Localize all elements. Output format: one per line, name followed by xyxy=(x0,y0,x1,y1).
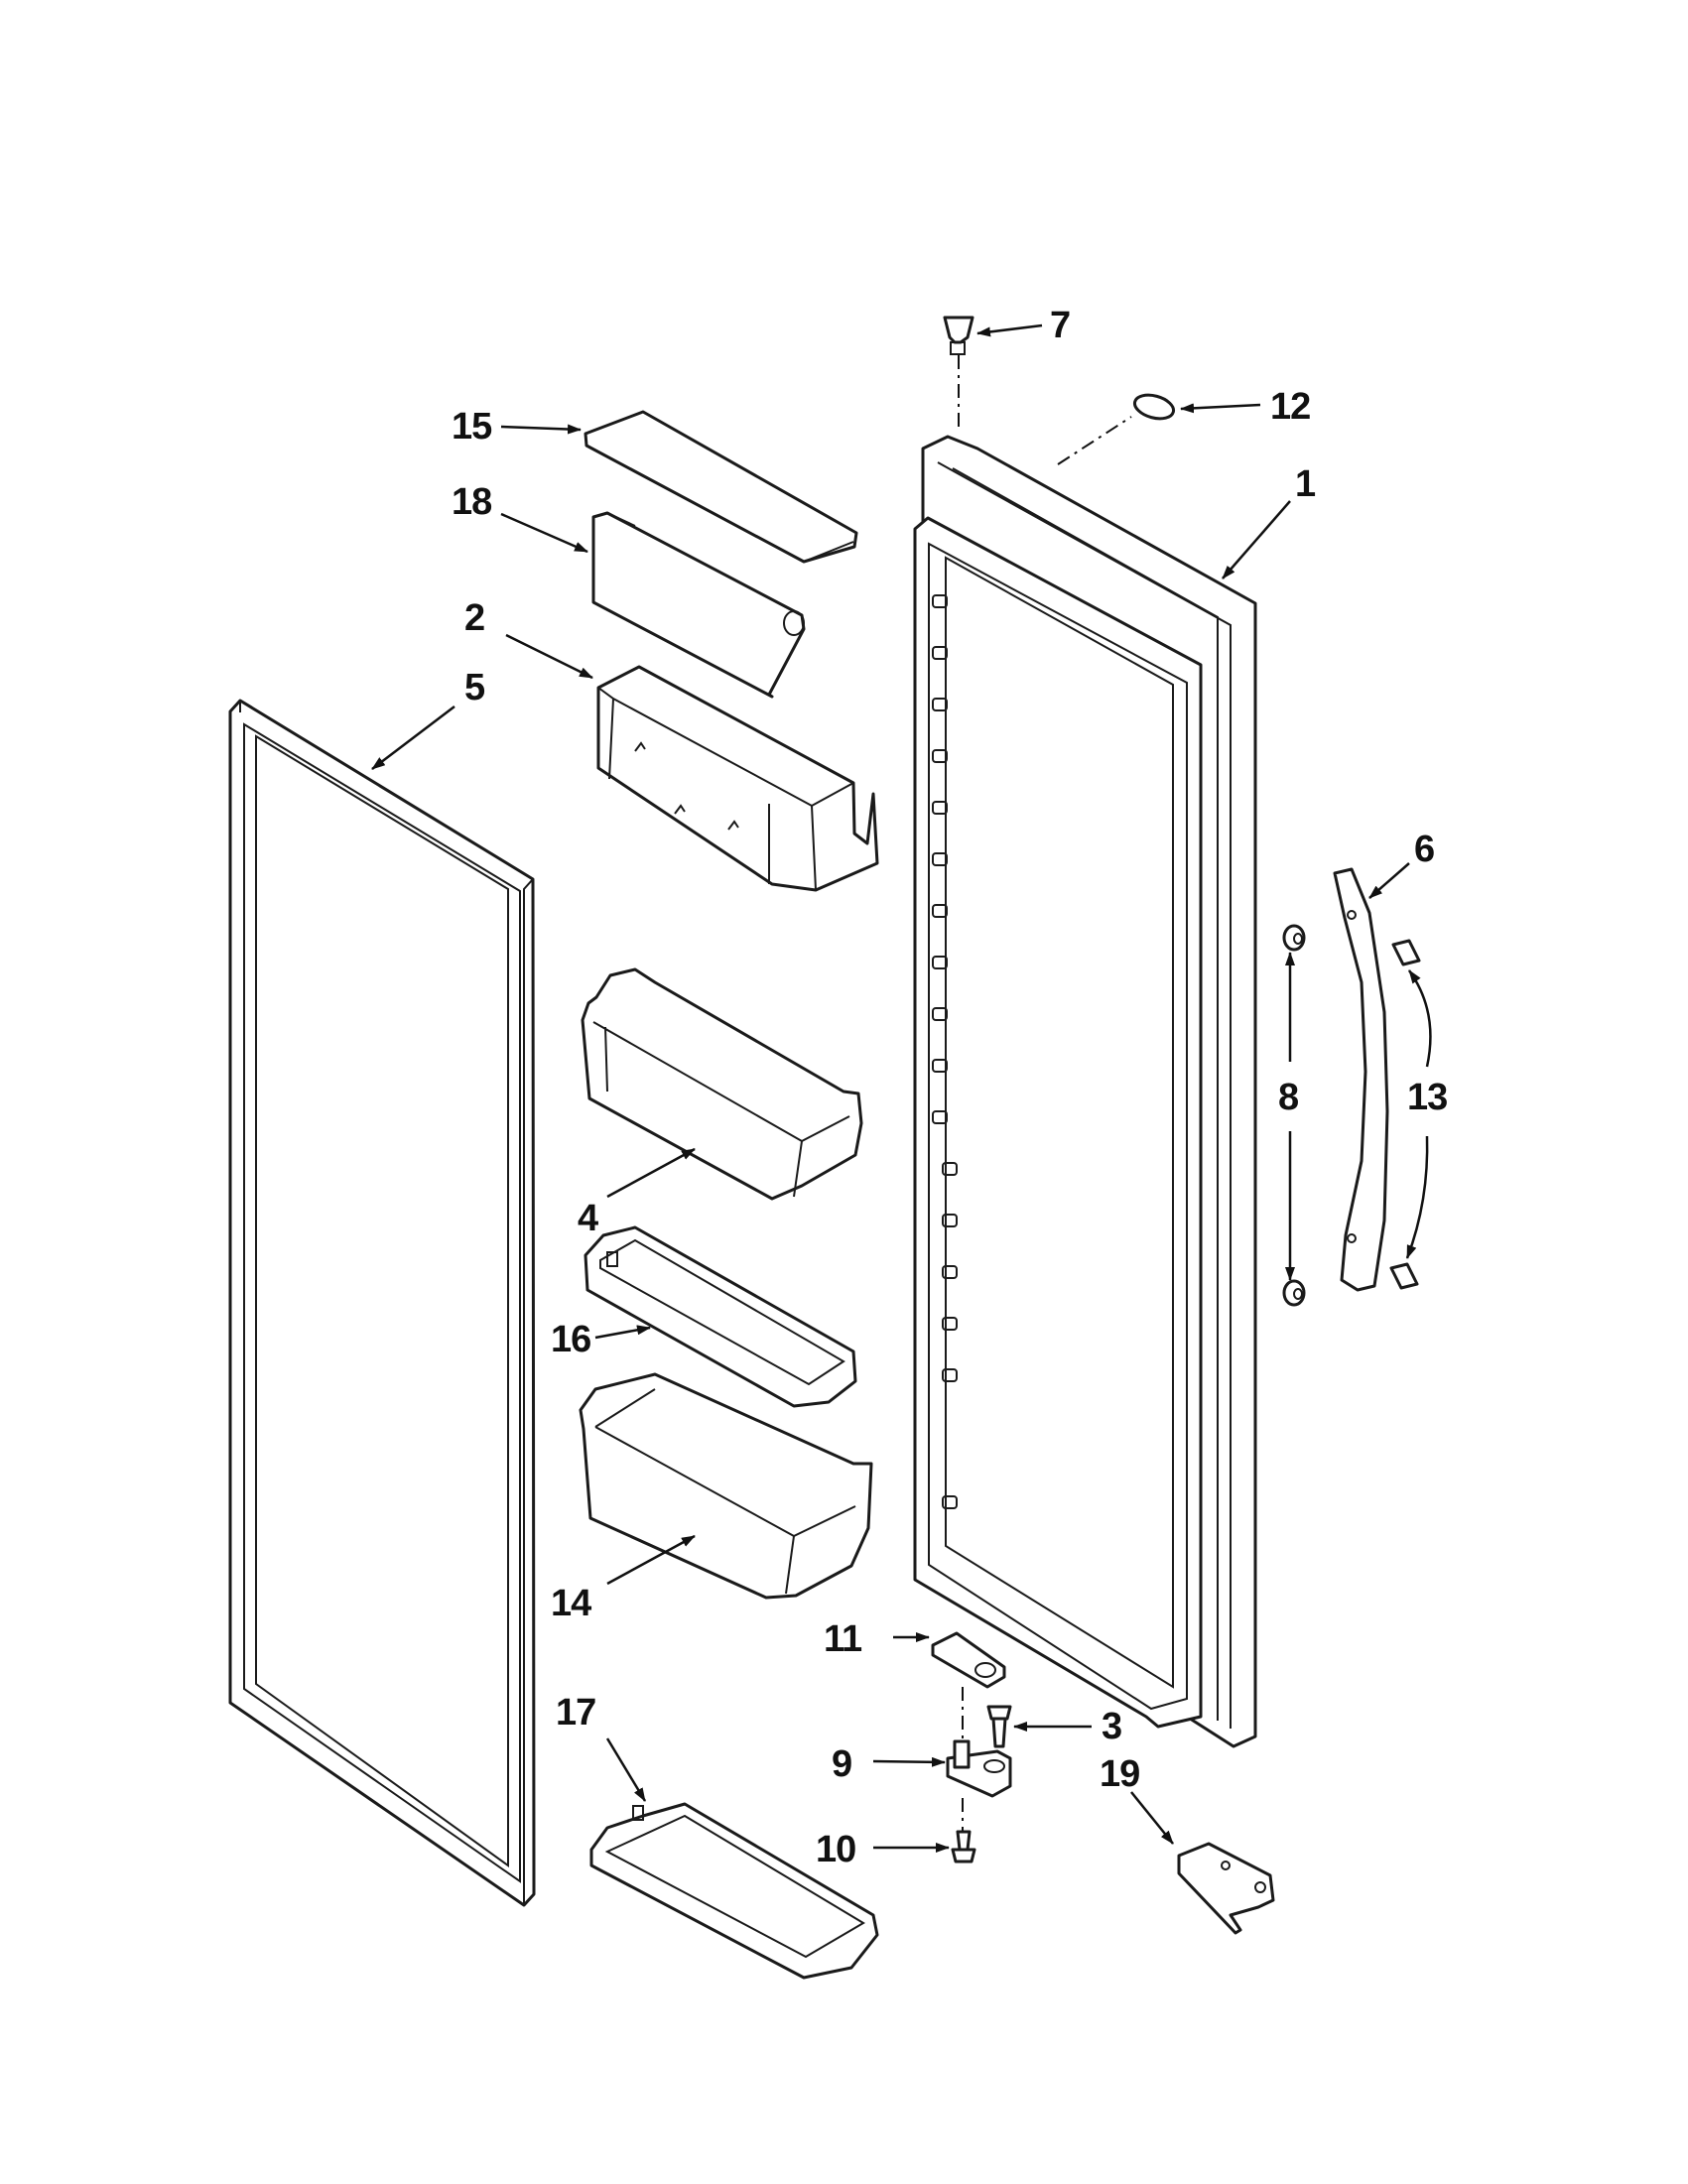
callout-15: 15 xyxy=(452,406,492,448)
part-8-spacer-upper xyxy=(1282,924,1306,952)
part-14-lower-door-bin xyxy=(579,1372,873,1600)
callout-labels: 7 12 1 15 18 2 5 6 8 13 4 16 14 11 3 17 … xyxy=(452,305,1448,1870)
callout-8: 8 xyxy=(1278,1077,1298,1118)
callout-1: 1 xyxy=(1295,463,1316,505)
callout-12: 12 xyxy=(1270,386,1310,428)
part-5-door-gasket xyxy=(228,699,536,1907)
callout-16: 16 xyxy=(551,1319,590,1360)
callout-7: 7 xyxy=(1050,305,1070,346)
part-19-hinge-cover xyxy=(1177,1842,1275,1935)
part-7-hinge-bushing xyxy=(943,316,974,355)
callout-5: 5 xyxy=(464,667,485,708)
part-15-shelf-cover xyxy=(584,410,858,564)
part-3-screw xyxy=(986,1705,1012,1748)
callout-2: 2 xyxy=(464,597,484,639)
callout-11: 11 xyxy=(824,1618,862,1660)
callout-4: 4 xyxy=(578,1198,598,1239)
callout-17: 17 xyxy=(556,1692,595,1734)
part-2-dairy-bin xyxy=(596,665,879,892)
part-1-door-assembly xyxy=(913,435,1257,1748)
part-16-bin-frame xyxy=(584,1225,857,1408)
callout-18: 18 xyxy=(452,481,491,523)
part-12-hole-plug xyxy=(1132,393,1176,421)
callout-9: 9 xyxy=(832,1743,851,1785)
callout-14: 14 xyxy=(551,1583,591,1624)
part-18-shelf-front xyxy=(591,511,806,699)
callout-13: 13 xyxy=(1407,1077,1447,1118)
part-9-bottom-hinge xyxy=(946,1739,1012,1798)
callout-10: 10 xyxy=(816,1829,855,1870)
callout-19: 19 xyxy=(1100,1753,1139,1795)
part-10-screw xyxy=(951,1830,976,1863)
callout-6: 6 xyxy=(1414,829,1434,870)
callout-3: 3 xyxy=(1102,1706,1121,1747)
part-8-spacer-lower xyxy=(1282,1279,1306,1307)
part-13-set-screw-upper xyxy=(1391,939,1421,966)
part-13-set-screw-lower xyxy=(1389,1262,1419,1290)
part-17-bottom-shelf xyxy=(589,1802,879,1980)
leader-lines xyxy=(371,323,1432,1853)
part-6-door-handle xyxy=(1333,867,1389,1292)
part-11-hinge-shim xyxy=(931,1631,1006,1689)
part-4-door-bin xyxy=(581,967,863,1201)
